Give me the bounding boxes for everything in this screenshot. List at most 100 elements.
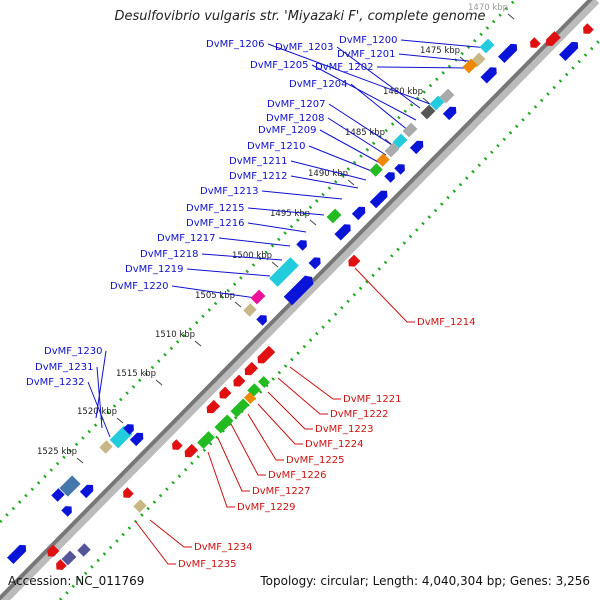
reverse-gene-labels: DvMF_1214DvMF_1221DvMF_1222DvMF_1223DvMF… [178,317,475,570]
gene-feature [559,41,579,61]
gene-label: DvMF_1216 [186,218,244,229]
gene-feature [219,386,232,399]
genome-summary-text: Topology: circular; Length: 4,040,304 bp… [260,574,590,588]
leader-line [135,521,176,565]
gene-feature [392,133,408,149]
map-title: Desulfovibrio vulgaris str. 'Miyazaki F'… [114,9,486,24]
gene-label: DvMF_1205 [250,60,308,71]
gene-label: DvMF_1207 [267,99,325,110]
gene-label: DvMF_1225 [286,455,344,466]
leader-line [267,391,313,430]
gene-feature [184,443,199,458]
leader-line [289,366,341,400]
gene-feature [384,172,395,183]
tick-mark [347,179,355,186]
leader-line [247,222,307,233]
gene-label: DvMF_1230 [44,346,102,357]
gene-feature [197,431,215,449]
leader-line [277,377,328,415]
leader-line [376,66,469,69]
tick-mark [271,261,279,268]
gene-label: DvMF_1222 [330,409,388,420]
tick-label: 1470 kbp [468,3,508,13]
leader-line [327,117,387,156]
gene-label: DvMF_1210 [247,141,305,152]
gene-label: DvMF_1204 [289,79,347,90]
gene-feature [172,439,183,450]
gene-feature [256,315,267,326]
gene-feature [206,399,221,414]
gene-feature [79,484,94,499]
tick-label: 1495 kbp [270,209,310,219]
gene-feature [269,257,299,287]
leader-line [96,366,103,429]
gene-label: DvMF_1209 [258,125,316,136]
gene-label: DvMF_1231 [35,362,93,373]
gene-feature [243,391,257,405]
gene-label: DvMF_1232 [26,377,84,388]
gene-feature [61,550,77,566]
gene-feature [583,23,594,34]
tick-mark [459,56,467,63]
leader-line [207,451,235,508]
tick-mark [194,340,202,347]
gene-feature [233,374,246,387]
leader-line [398,53,479,63]
tick-mark [76,457,84,464]
gene-feature [429,95,445,111]
tick-mark [155,379,163,386]
gene-feature [230,398,250,418]
gene-feature [376,153,390,167]
leader-line [229,421,266,476]
gene-label: DvMF_1220 [110,281,168,292]
gene-label: DvMF_1206 [206,39,264,50]
gene-feature [243,303,257,317]
tick-mark [507,13,515,20]
leader-line [171,285,257,299]
gene-label: DvMF_1221 [343,394,401,405]
gene-feature [409,140,424,155]
gene-feature [296,240,307,251]
gene-label: DvMF_1213 [200,186,258,197]
tick-mark [116,417,124,424]
gene-feature [59,475,81,497]
leader-line [201,253,283,261]
gene-feature [402,122,418,138]
gene-feature [334,224,351,241]
gene-label: DvMF_1212 [229,171,287,182]
leader-line [261,190,343,200]
gene-label: DvMF_1224 [305,439,363,450]
leader-line [319,129,381,164]
leader-line [311,64,417,121]
tick-label: 1515 kbp [116,369,156,379]
gene-label: DvMF_1234 [194,542,252,553]
gene-feature [123,487,134,498]
gene-feature [348,254,361,267]
gene-label: DvMF_1214 [417,317,475,328]
gene-label: DvMF_1229 [237,502,295,513]
gene-feature [61,506,72,517]
gene-feature [479,38,495,54]
gene-feature [7,544,27,564]
leader-line [247,207,325,216]
gene-label: DvMF_1219 [125,264,183,275]
gene-feature [326,208,342,224]
gene-label: DvMF_1203 [275,42,333,53]
tick-label: 1505 kbp [195,291,235,301]
gene-feature [77,543,91,557]
gene-label: DvMF_1208 [266,113,324,124]
gene-feature [394,164,405,175]
leader-line [267,43,431,105]
tick-label: 1510 kbp [155,330,195,340]
gene-feature [442,106,457,121]
tick-label: 1480 kbp [383,87,423,97]
gene-label: DvMF_1211 [229,156,287,167]
gene-feature [480,67,497,84]
leader-line [87,381,111,438]
gene-feature [369,163,383,177]
gene-label: DvMF_1227 [252,486,310,497]
